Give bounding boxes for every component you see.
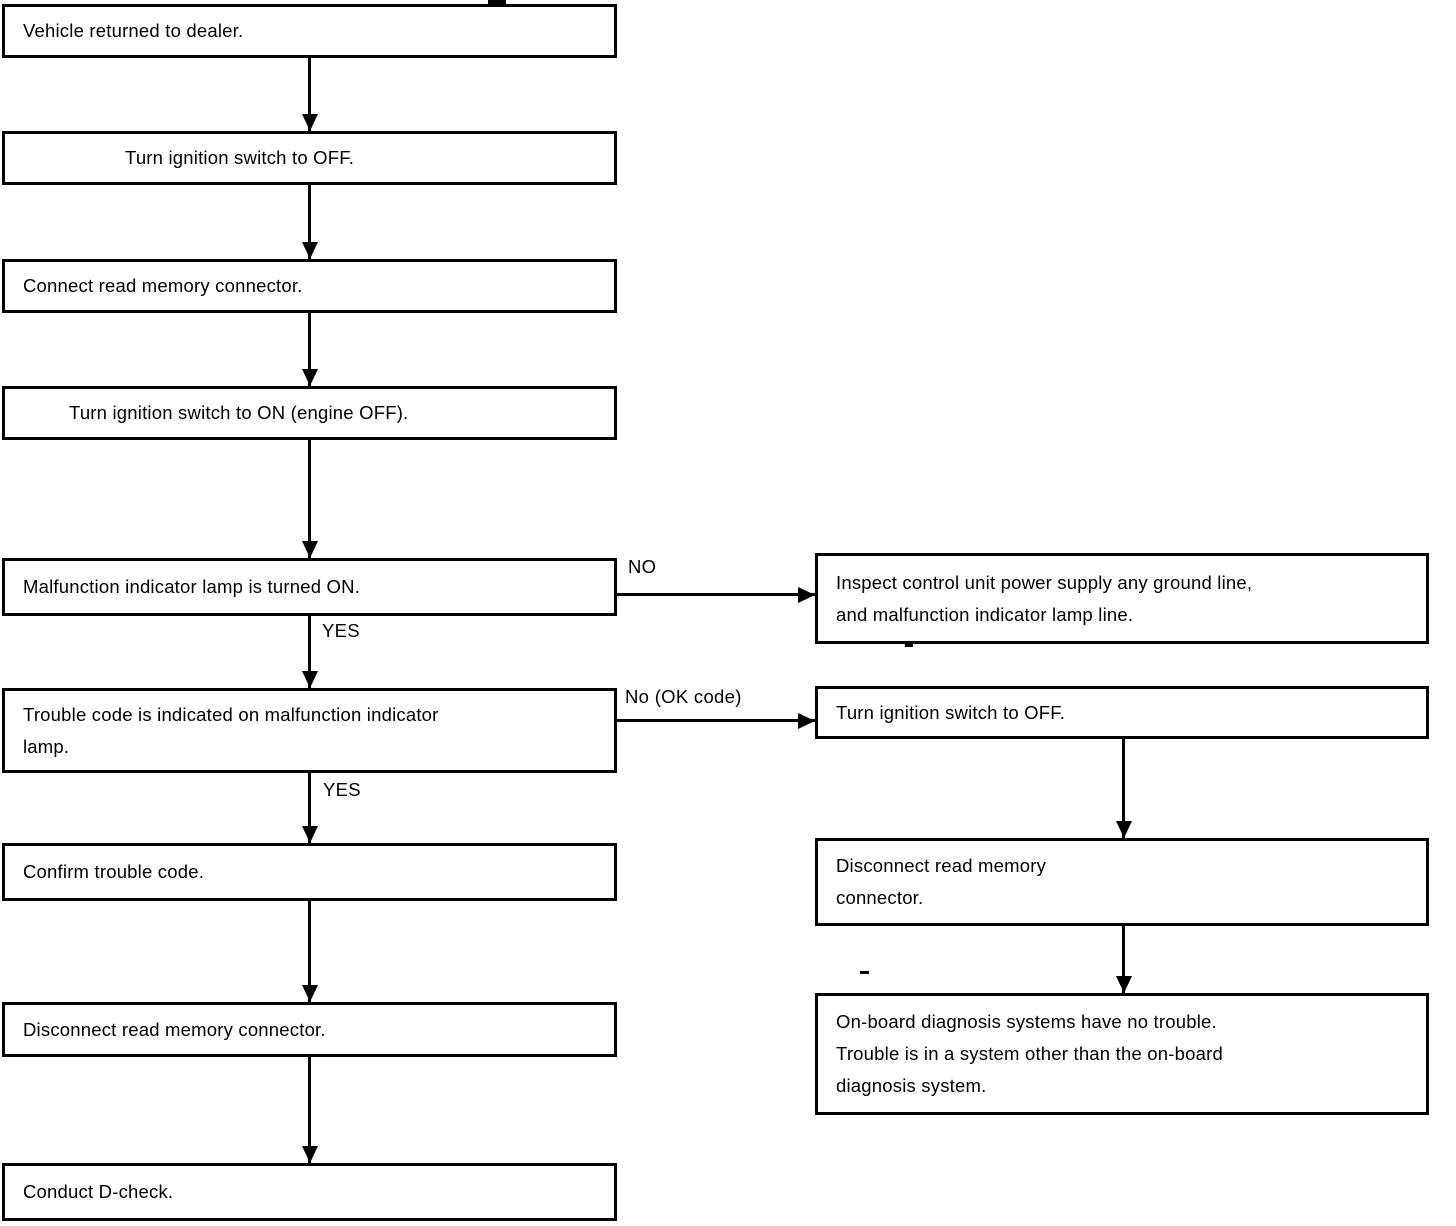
node-ignition-off-branch: Turn ignition switch to OFF. xyxy=(815,686,1429,739)
edge-label-no-ok-code: No (OK code) xyxy=(625,686,742,708)
node-no-trouble-onboard-diagnosis: On-board diagnosis systems have no troub… xyxy=(815,993,1429,1115)
node-ignition-on-engine-off: Turn ignition switch to ON (engine OFF). xyxy=(2,386,617,440)
node-label: Confirm trouble code. xyxy=(23,861,205,882)
arrow-down-icon xyxy=(301,58,318,131)
edge-label-yes: YES xyxy=(322,620,360,642)
node-disconnect-read-memory: Disconnect read memory connector. xyxy=(2,1002,617,1057)
arrow-down-icon xyxy=(301,185,318,259)
node-ignition-off: Turn ignition switch to OFF. xyxy=(2,131,617,185)
node-connect-read-memory: Connect read memory connector. xyxy=(2,259,617,313)
node-label: Malfunction indicator lamp is turned ON. xyxy=(23,576,361,597)
node-confirm-trouble-code: Confirm trouble code. xyxy=(2,843,617,901)
arrow-down-icon xyxy=(1115,926,1132,993)
scan-artifact xyxy=(905,644,913,647)
edge-label-yes: YES xyxy=(323,779,361,801)
node-trouble-code-indicated: Trouble code is indicated on malfunction… xyxy=(2,688,617,773)
node-label: Turn ignition switch to OFF. xyxy=(836,701,1066,723)
arrow-down-yes-icon xyxy=(301,616,318,688)
node-mil-turned-on: Malfunction indicator lamp is turned ON. xyxy=(2,558,617,616)
arrow-down-icon xyxy=(301,901,318,1002)
node-disconnect-read-memory-branch: Disconnect read memory connector. xyxy=(815,838,1429,926)
scan-artifact xyxy=(860,971,869,974)
node-label: Turn ignition switch to ON (engine OFF). xyxy=(69,402,409,423)
node-conduct-d-check: Conduct D-check. xyxy=(2,1163,617,1221)
node-label: Inspect control unit power supply any gr… xyxy=(836,571,1253,625)
arrow-down-icon xyxy=(301,440,318,558)
node-label: Conduct D-check. xyxy=(23,1181,174,1202)
arrow-down-icon xyxy=(301,313,318,386)
arrow-right-no-icon xyxy=(617,586,815,603)
arrow-right-no-ok-code-icon xyxy=(617,712,815,729)
scan-artifact xyxy=(488,0,506,4)
node-label: Turn ignition switch to OFF. xyxy=(125,147,355,168)
arrow-down-icon xyxy=(1115,739,1132,838)
arrow-down-icon xyxy=(301,1057,318,1163)
node-inspect-power-supply: Inspect control unit power supply any gr… xyxy=(815,553,1429,644)
node-label: Trouble code is indicated on malfunction… xyxy=(23,703,439,757)
node-label: Disconnect read memory connector. xyxy=(23,1018,326,1040)
node-label: Vehicle returned to dealer. xyxy=(23,20,244,41)
node-vehicle-returned: Vehicle returned to dealer. xyxy=(2,4,617,58)
edge-label-no: NO xyxy=(628,556,657,578)
arrow-down-yes-icon xyxy=(301,773,318,843)
node-label: On-board diagnosis systems have no troub… xyxy=(836,1011,1223,1096)
node-label: Connect read memory connector. xyxy=(23,275,303,296)
node-label: Disconnect read memory connector. xyxy=(836,855,1047,908)
